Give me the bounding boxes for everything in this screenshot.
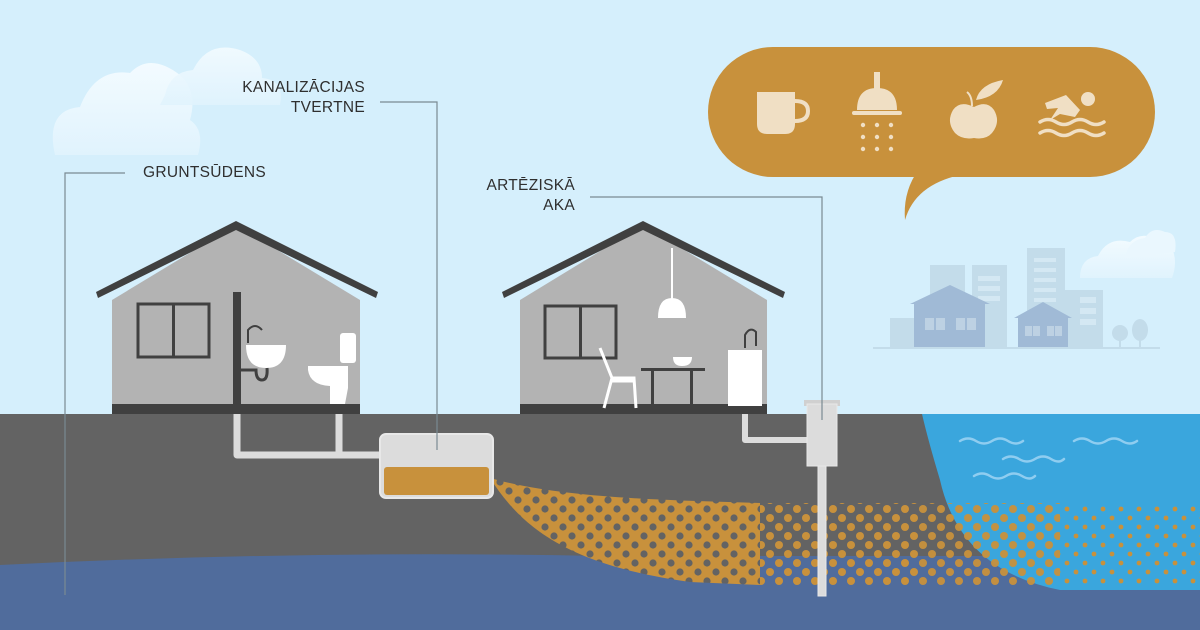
label-sewage-tank: KANALIZĀCIJAS TVERTNE	[215, 78, 365, 118]
house-left	[96, 221, 378, 414]
cloud-icon-top	[160, 47, 281, 105]
speech-bubble	[708, 47, 1155, 220]
house-right	[502, 221, 785, 414]
label-artesian-well-line1: ARTĒZISKĀ	[486, 177, 575, 194]
label-groundwater-line1: GRUNTSŪDENS	[143, 164, 267, 181]
label-artesian-well-line2: AKA	[543, 197, 575, 214]
label-sewage-tank-line2: TVERTNE	[290, 99, 365, 116]
cloud-icon-right	[1080, 230, 1176, 278]
sewage-pipe	[233, 414, 385, 459]
label-artesian-well: ARTĒZISKĀ AKA	[460, 176, 575, 216]
label-sewage-tank-line1: KANALIZĀCIJAS	[242, 79, 365, 96]
water-waves	[958, 437, 1139, 480]
cloud-icon-left	[52, 62, 201, 155]
artesian-well	[742, 400, 840, 597]
city-silhouette	[873, 248, 1160, 349]
label-groundwater: GRUNTSŪDENS	[143, 163, 266, 183]
contamination-plume	[490, 478, 1200, 585]
septic-tank	[379, 433, 494, 499]
leader-lines	[64, 101, 823, 595]
shower-icon	[852, 72, 902, 152]
cup-icon	[757, 92, 811, 134]
apple-icon	[949, 80, 1003, 139]
swimmer-icon	[1038, 92, 1106, 138]
